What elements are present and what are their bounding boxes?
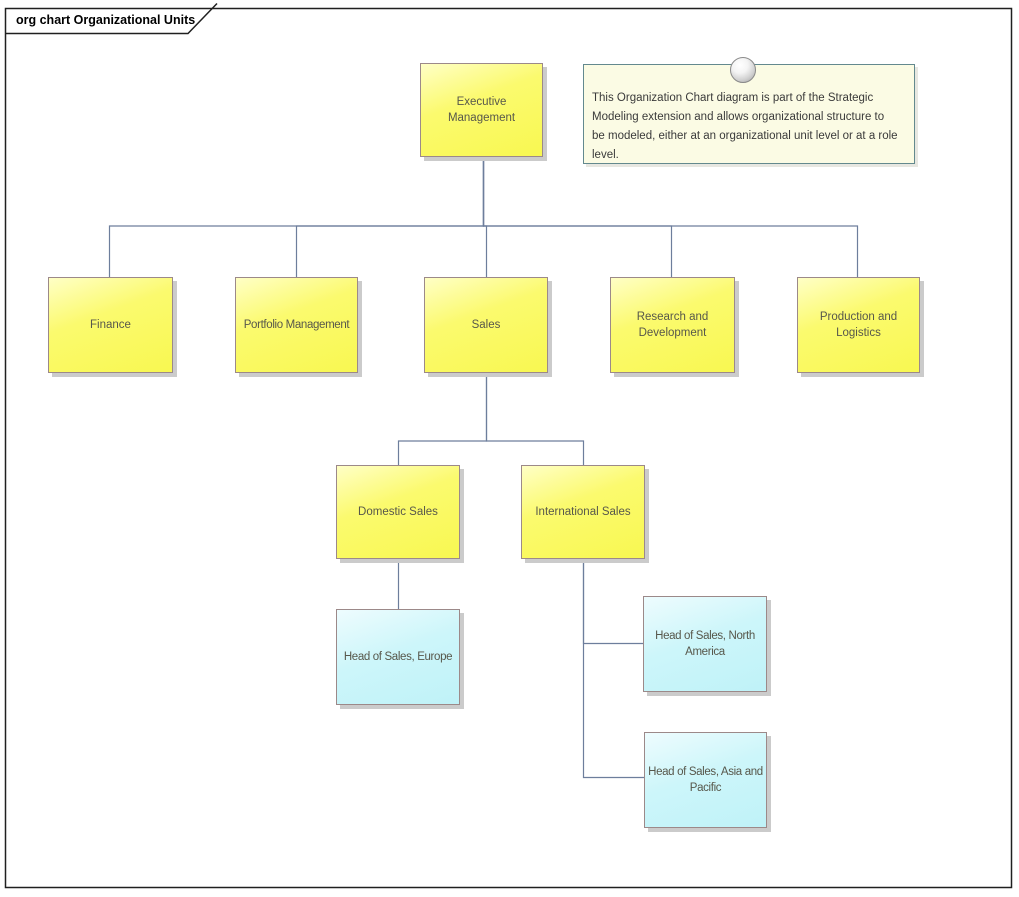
node-executive-management[interactable]: Executive Management bbox=[420, 63, 543, 157]
node-head-of-sales-europe[interactable]: Head of Sales, Europe bbox=[336, 609, 460, 705]
connector-sales-domestic[interactable] bbox=[397, 373, 488, 465]
title-tab-outline bbox=[5, 2, 218, 35]
node-research-and-development[interactable]: Research and Development bbox=[610, 277, 735, 373]
node-production-and-logistics[interactable]: Production and Logistics bbox=[797, 277, 920, 373]
connector-sales-international[interactable] bbox=[485, 373, 585, 465]
node-portfolio-management[interactable]: Portfolio Management bbox=[235, 277, 358, 373]
node-label: Head of Sales, Europe bbox=[343, 651, 453, 663]
node-label: Research and Development bbox=[636, 311, 709, 339]
node-domestic-sales[interactable]: Domestic Sales bbox=[336, 465, 460, 559]
node-label: Head of Sales, North America bbox=[655, 630, 755, 658]
connector-exec-pnl[interactable] bbox=[482, 157, 859, 277]
node-international-sales[interactable]: International Sales bbox=[521, 465, 645, 559]
connector-exec-rnd[interactable] bbox=[482, 157, 673, 277]
node-label: Portfolio Management bbox=[243, 319, 350, 331]
node-label: International Sales bbox=[535, 506, 631, 518]
connector-international-asiapacific[interactable] bbox=[582, 559, 645, 779]
frame-border bbox=[4, 7, 1013, 889]
note-text: This Organization Chart diagram is part … bbox=[592, 92, 898, 161]
node-head-of-sales-asia-pacific[interactable]: Head of Sales, Asia and Pacific bbox=[644, 732, 767, 828]
node-label: Finance bbox=[90, 319, 131, 331]
node-label: Production and Logistics bbox=[819, 311, 898, 339]
node-head-of-sales-north-america[interactable]: Head of Sales, North America bbox=[643, 596, 767, 692]
node-label: Sales bbox=[471, 319, 501, 331]
node-sales[interactable]: Sales bbox=[424, 277, 548, 373]
pin-sphere-icon bbox=[730, 57, 756, 83]
connector-international-northamerica[interactable] bbox=[582, 559, 644, 645]
connector-exec-portfolio[interactable] bbox=[295, 157, 485, 277]
node-finance[interactable]: Finance bbox=[48, 277, 173, 373]
node-label: Executive Management bbox=[447, 96, 516, 124]
node-label: Head of Sales, Asia and Pacific bbox=[648, 766, 763, 794]
node-label: Domestic Sales bbox=[358, 506, 438, 518]
diagram-title: org chart Organizational Units bbox=[16, 13, 196, 27]
